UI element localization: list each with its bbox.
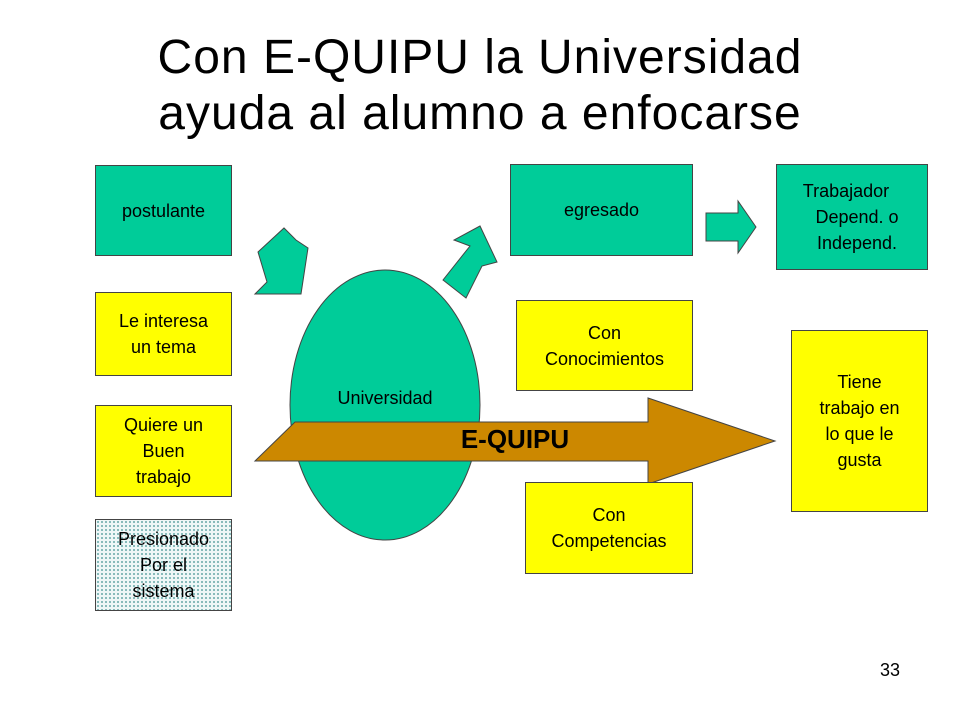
competencias-line-2: Competencias <box>551 531 667 551</box>
tiene-line-4: gusta <box>837 450 882 470</box>
quiere-line-1: Quiere un <box>123 415 204 435</box>
trabajador-box: Trabajador Depend. o Independ. <box>776 164 928 270</box>
title-line-1: Con E-QUIPU la Universidad <box>157 31 803 84</box>
quiere-box: Quiere un Buen trabajo <box>95 405 232 497</box>
slide-title: Con E-QUIPU la Universidad ayuda al alum… <box>0 30 960 142</box>
conocimientos-line-2: Conocimientos <box>544 348 665 369</box>
egresado-box: egresado <box>510 164 693 256</box>
arrow-postulante-to-universidad <box>253 227 309 295</box>
interesa-line-1: Le interesa <box>118 311 209 331</box>
quiere-line-3: trabajo <box>135 467 192 487</box>
presionado-line-2: Por el <box>139 555 188 575</box>
conocimientos-line-1: Con <box>587 322 622 343</box>
arrow-universidad-to-egresado <box>442 225 498 299</box>
postulante-box: postulante <box>95 165 232 256</box>
tiene-line-1: Tiene <box>837 372 882 392</box>
competencias-line-1: Con <box>592 505 626 525</box>
tiene-line-3: lo que le <box>825 424 894 444</box>
quiere-line-2: Buen <box>142 441 185 461</box>
universidad-label: Universidad <box>337 388 433 408</box>
trabajador-line-2: Depend. o <box>815 207 899 227</box>
arrow-egresado-to-trabajador <box>705 199 757 255</box>
postulante-text: postulante <box>121 200 206 221</box>
tiene-box: Tiene trabajo en lo que le gusta <box>791 330 928 512</box>
interesa-line-2: un tema <box>130 337 197 357</box>
trabajador-line-3: Independ. <box>816 233 898 253</box>
presionado-line-1: Presionado <box>117 529 210 549</box>
competencias-box: Con Competencias <box>525 482 693 574</box>
title-line-2: ayuda al alumno a enfocarse <box>158 87 802 140</box>
conocimientos-box: Con Conocimientos <box>516 300 693 391</box>
equipu-label: E-QUIPU <box>460 424 570 454</box>
egresado-text: egresado <box>563 200 640 220</box>
trabajador-line-1: Trabajador <box>802 181 890 201</box>
presionado-line-3: sistema <box>132 581 195 601</box>
page-number: 33 <box>879 660 901 680</box>
interesa-box: Le interesa un tema <box>95 292 232 376</box>
equipu-arrow <box>253 397 777 485</box>
universidad-ellipse <box>289 269 481 541</box>
tiene-line-2: trabajo en <box>819 398 900 418</box>
presionado-box: Presionado Por el sistema <box>95 519 232 611</box>
